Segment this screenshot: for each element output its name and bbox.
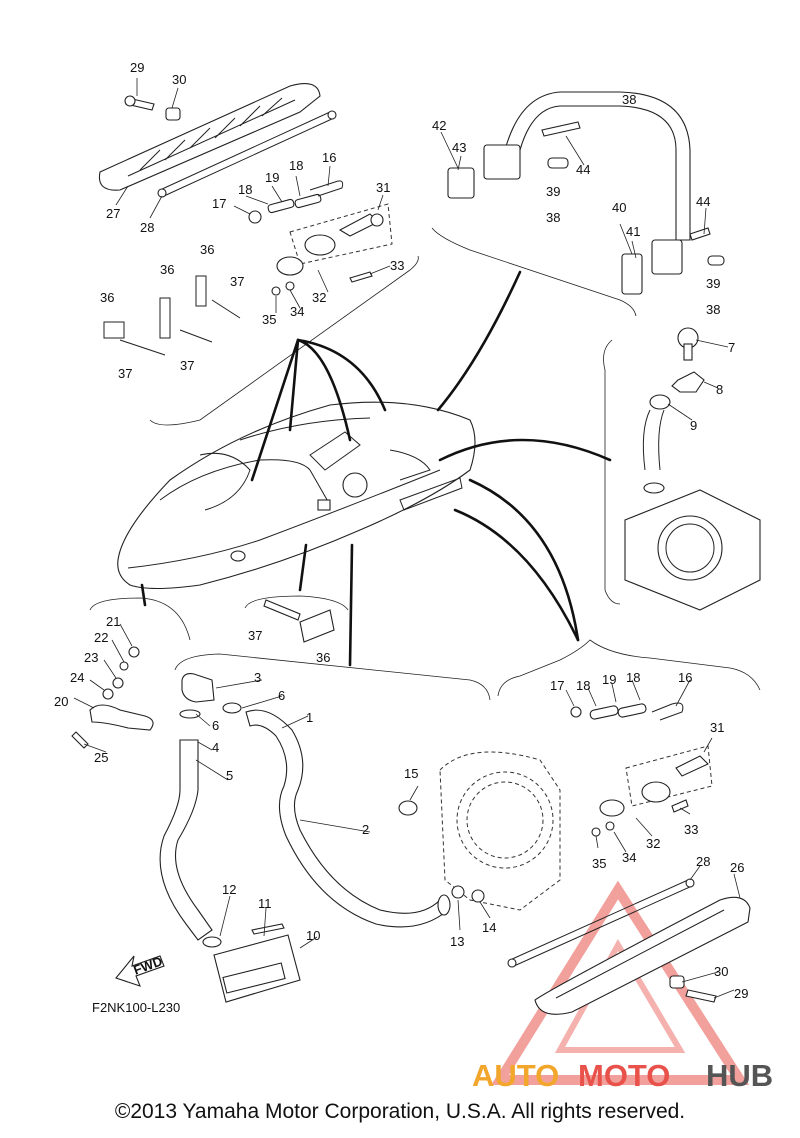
watermark-moto: MOTO bbox=[578, 1058, 670, 1093]
callout-43: 43 bbox=[452, 140, 466, 155]
callout-34: 34 bbox=[290, 304, 304, 319]
callout-36: 36 bbox=[316, 650, 330, 665]
diagram-code: F2NK100-L230 bbox=[92, 1000, 180, 1015]
callout-14: 14 bbox=[482, 920, 496, 935]
grab-handle-group bbox=[447, 91, 725, 295]
callout-40: 40 bbox=[612, 200, 626, 215]
callout-2: 2 bbox=[362, 822, 369, 837]
watermark-text: AUTO MOTO HUB bbox=[472, 1058, 773, 1093]
callout-38: 38 bbox=[622, 92, 636, 107]
pointer-arrows bbox=[140, 270, 612, 667]
rear-panel-group bbox=[398, 751, 561, 911]
callout-24: 24 bbox=[70, 670, 84, 685]
callout-30: 30 bbox=[714, 964, 728, 979]
callout-44: 44 bbox=[576, 162, 590, 177]
watermark-auto: AUTO bbox=[472, 1058, 559, 1093]
callout-13: 13 bbox=[450, 934, 464, 949]
callout-36: 36 bbox=[160, 262, 174, 277]
fwd-arrow-icon: FWD bbox=[115, 953, 165, 987]
callout-6: 6 bbox=[212, 718, 219, 733]
callout-17: 17 bbox=[212, 196, 226, 211]
callout-32: 32 bbox=[646, 836, 660, 851]
group-bracket-left-bracket bbox=[89, 597, 191, 641]
callout-23: 23 bbox=[84, 650, 98, 665]
callout-31: 31 bbox=[710, 720, 724, 735]
callout-15: 15 bbox=[404, 766, 418, 781]
lower-right-group bbox=[507, 702, 751, 1015]
callout-19: 19 bbox=[602, 672, 616, 687]
clip-group bbox=[263, 599, 335, 643]
group-bracket-top-left bbox=[149, 255, 419, 426]
callout-25: 25 bbox=[94, 750, 108, 765]
callout-17: 17 bbox=[550, 678, 564, 693]
callout-28: 28 bbox=[696, 854, 710, 869]
callout-26: 26 bbox=[730, 860, 744, 875]
callout-31: 31 bbox=[376, 180, 390, 195]
callout-27: 27 bbox=[106, 206, 120, 221]
callout-33: 33 bbox=[684, 822, 698, 837]
callout-6: 6 bbox=[278, 688, 285, 703]
callout-37: 37 bbox=[248, 628, 262, 643]
callout-36: 36 bbox=[200, 242, 214, 257]
callout-39: 39 bbox=[546, 184, 560, 199]
callout-35: 35 bbox=[262, 312, 276, 327]
callout-37: 37 bbox=[180, 358, 194, 373]
fitting-group bbox=[603, 327, 761, 611]
callout-18: 18 bbox=[576, 678, 590, 693]
callout-3: 3 bbox=[254, 670, 261, 685]
callout-30: 30 bbox=[172, 72, 186, 87]
callout-numbers: 29 30 27 28 17 18 19 18 16 31 33 32 34 3… bbox=[54, 60, 748, 1015]
callout-leaders bbox=[73, 78, 741, 999]
callout-38: 38 bbox=[706, 302, 720, 317]
callout-29: 29 bbox=[734, 986, 748, 1001]
callout-10: 10 bbox=[306, 928, 320, 943]
fwd-label: FWD bbox=[131, 953, 164, 977]
copyright-notice: ©2013 Yamaha Motor Corporation, U.S.A. A… bbox=[114, 1100, 686, 1123]
watercraft-hull bbox=[117, 401, 476, 590]
callout-29: 29 bbox=[130, 60, 144, 75]
callout-36: 36 bbox=[100, 290, 114, 305]
callout-35: 35 bbox=[592, 856, 606, 871]
callout-18: 18 bbox=[626, 670, 640, 685]
callout-5: 5 bbox=[226, 768, 233, 783]
callout-16: 16 bbox=[678, 670, 692, 685]
bracket-group bbox=[71, 646, 154, 749]
group-bracket-clip bbox=[244, 595, 349, 611]
callout-12: 12 bbox=[222, 882, 236, 897]
upper-handle-rail-group bbox=[98, 83, 393, 356]
callout-39: 39 bbox=[706, 276, 720, 291]
callout-33: 33 bbox=[390, 258, 404, 273]
callout-42: 42 bbox=[432, 118, 446, 133]
hose-group bbox=[159, 673, 451, 1003]
callout-20: 20 bbox=[54, 694, 68, 709]
callout-11: 11 bbox=[258, 896, 272, 911]
callout-21: 21 bbox=[106, 614, 120, 629]
callout-4: 4 bbox=[212, 740, 219, 755]
callout-34: 34 bbox=[622, 850, 636, 865]
watermark-hub: HUB bbox=[706, 1058, 773, 1093]
callout-28: 28 bbox=[140, 220, 154, 235]
callout-8: 8 bbox=[716, 382, 723, 397]
callout-41: 41 bbox=[626, 224, 640, 239]
callout-44: 44 bbox=[696, 194, 710, 209]
callout-16: 16 bbox=[322, 150, 336, 165]
group-bracket-lower-right bbox=[497, 639, 761, 697]
group-bracket-hoses bbox=[174, 653, 491, 701]
callout-7: 7 bbox=[728, 340, 735, 355]
callout-18: 18 bbox=[289, 158, 303, 173]
callout-9: 9 bbox=[690, 418, 697, 433]
callout-37: 37 bbox=[118, 366, 132, 381]
group-bracket-top-right bbox=[431, 227, 637, 317]
callout-37: 37 bbox=[230, 274, 244, 289]
callout-18: 18 bbox=[238, 182, 252, 197]
callout-22: 22 bbox=[94, 630, 108, 645]
callout-38: 38 bbox=[546, 210, 560, 225]
callout-19: 19 bbox=[265, 170, 279, 185]
callout-32: 32 bbox=[312, 290, 326, 305]
callout-1: 1 bbox=[306, 710, 313, 725]
